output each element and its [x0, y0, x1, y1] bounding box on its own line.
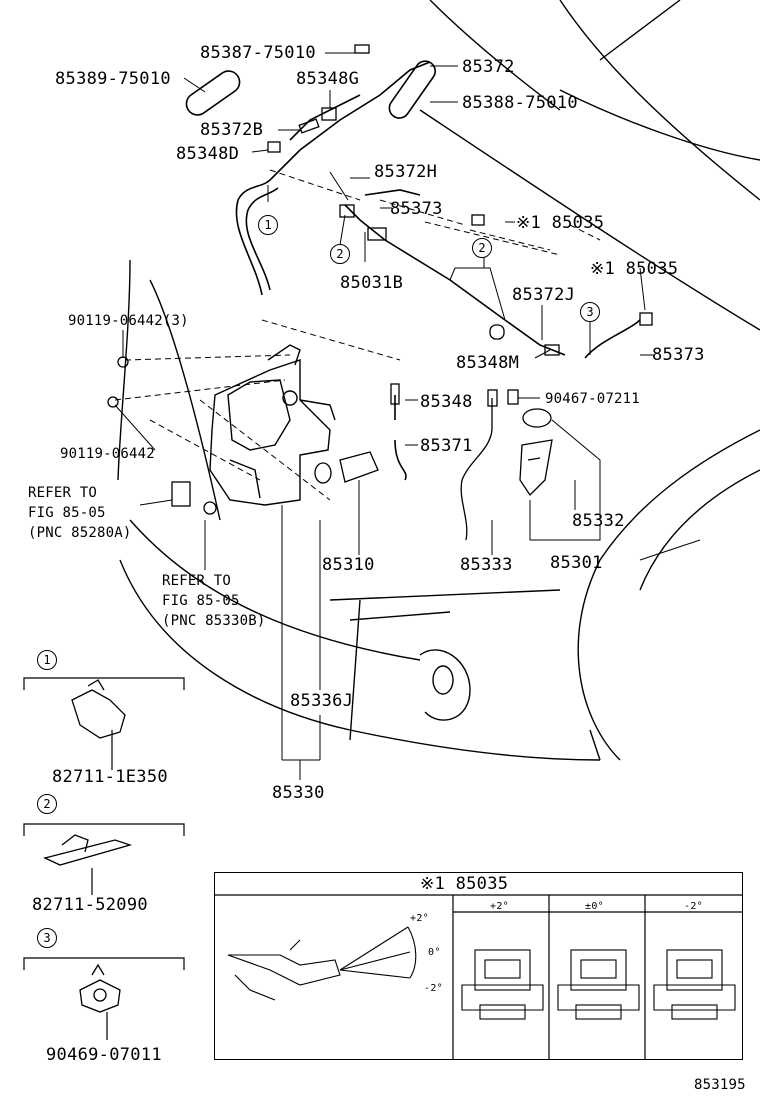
- label-90119-06442: 90119-06442: [60, 446, 155, 462]
- label-85371: 85371: [420, 436, 473, 456]
- label-85387-75010: 85387-75010: [200, 43, 316, 63]
- label-85310: 85310: [322, 555, 375, 575]
- label-85348G: 85348G: [296, 69, 360, 89]
- label-85348M: 85348M: [456, 353, 520, 373]
- label-90467-07211: 90467-07211: [545, 391, 640, 407]
- label-85372J: 85372J: [512, 285, 576, 305]
- clip-2-drawing: [43, 834, 133, 866]
- connectors: [107, 44, 653, 515]
- clip-brackets: [23, 677, 185, 1040]
- clip2-part-number: 82711-52090: [32, 895, 148, 915]
- label-85301: 85301: [550, 553, 603, 573]
- callout-2b: 2: [472, 238, 492, 258]
- label-85031B: 85031B: [340, 273, 404, 293]
- label-85373-top: 85373: [390, 199, 443, 219]
- clip1-part-number: 82711-1E350: [52, 767, 168, 787]
- label-85348: 85348: [420, 392, 473, 412]
- washer-pump: [314, 451, 379, 484]
- label-85373-b: 85373: [652, 345, 705, 365]
- label-85388-75010: 85388-75010: [462, 93, 578, 113]
- label-85336J: 85336J: [290, 691, 354, 711]
- column-header-zero: ±0°: [585, 901, 604, 912]
- label-85372: 85372: [462, 57, 515, 77]
- refer-b-line1: REFER TO: [162, 573, 232, 589]
- label-85389-75010: 85389-75010: [55, 69, 171, 89]
- clip-3-drawing: [79, 963, 121, 1013]
- level-sensor-wire: [460, 398, 493, 541]
- label-85372B: 85372B: [200, 120, 264, 140]
- callout-3: 3: [580, 302, 600, 322]
- nozzle-angle-drawing: [227, 926, 417, 1001]
- refer-b-line2: FIG 85-05: [162, 593, 240, 609]
- diagram-id: 853195: [694, 1077, 746, 1093]
- adjust-table-title: ※1 85035: [420, 874, 509, 894]
- angle-label-plus: +2°: [410, 913, 429, 924]
- level-sensor: [487, 389, 498, 407]
- refer-note-85280A: REFER TO FIG 85-05 (PNC 85280A): [28, 484, 132, 542]
- refer-a-line3: (PNC 85280A): [28, 525, 132, 541]
- leader-lines: [114, 52, 701, 780]
- clip3-marker: 3: [37, 928, 57, 948]
- washer-tank: [209, 344, 336, 506]
- refer-b-line3: (PNC 85330B): [162, 613, 266, 629]
- label-85333: 85333: [460, 555, 513, 575]
- clip3-part-number: 90469-07011: [46, 1045, 162, 1065]
- callout-2a: 2: [330, 244, 350, 264]
- clip1-marker: 1: [37, 650, 57, 670]
- label-90119-06442-3: 90119-06442(3): [68, 313, 189, 329]
- nozzle-views: [461, 949, 736, 1020]
- nozzle-adjust-table: [214, 872, 743, 1060]
- vehicle-body-outline: [117, 0, 760, 761]
- column-header-minus2: -2°: [684, 901, 703, 912]
- label-85330: 85330: [272, 783, 325, 803]
- column-header-plus2: +2°: [490, 901, 509, 912]
- clip2-marker: 2: [37, 794, 57, 814]
- label-85348D: 85348D: [176, 144, 240, 164]
- refer-note-85330B: REFER TO FIG 85-05 (PNC 85330B): [162, 572, 266, 630]
- label-85372H: 85372H: [374, 162, 438, 182]
- label-85035-b: ※1 85035: [590, 259, 679, 279]
- filler-neck: [519, 408, 553, 497]
- label-85332: 85332: [572, 511, 625, 531]
- dashed-guides: [114, 169, 601, 501]
- callout2a-leader: [339, 214, 346, 246]
- label-85035-a: ※1 85035: [516, 213, 605, 233]
- callout-1: 1: [258, 215, 278, 235]
- clip-1-drawing: [71, 679, 126, 739]
- angle-label-minus: -2°: [424, 983, 443, 994]
- refer-a-line2: FIG 85-05: [28, 505, 106, 521]
- refer-a-line1: REFER TO: [28, 485, 98, 501]
- adjust-table-lines: [215, 894, 743, 1060]
- angle-label-zero: 0°: [428, 947, 441, 958]
